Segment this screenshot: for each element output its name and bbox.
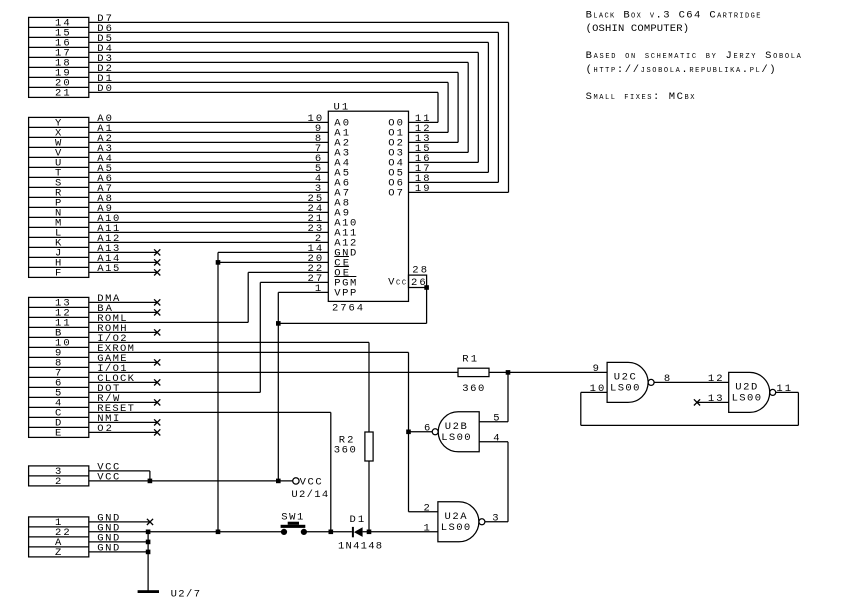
svg-text:2: 2	[315, 233, 321, 245]
svg-text:4: 4	[493, 433, 499, 445]
svg-text:U2C: U2C	[614, 372, 636, 384]
svg-text:U2/14: U2/14	[291, 489, 328, 501]
svg-text:3: 3	[492, 513, 498, 525]
svg-text:A: A	[55, 537, 62, 549]
svg-text:VCC: VCC	[300, 476, 322, 488]
svg-text:LS00: LS00	[732, 393, 761, 405]
svg-text:5: 5	[55, 388, 61, 400]
svg-text:1: 1	[315, 283, 321, 295]
svg-text:D: D	[55, 418, 61, 430]
svg-text:B: B	[55, 328, 61, 340]
svg-text:(OSHIN COMPUTER): (OSHIN COMPUTER)	[586, 23, 689, 35]
svg-text:8: 8	[55, 358, 61, 370]
svg-text:3: 3	[315, 183, 321, 195]
svg-text:8: 8	[315, 133, 321, 145]
svg-text:A11: A11	[334, 227, 356, 239]
svg-text:U: U	[55, 158, 61, 170]
svg-text:1N4148: 1N4148	[338, 540, 382, 552]
svg-text:PGM: PGM	[334, 277, 356, 289]
svg-text:9: 9	[55, 348, 61, 360]
svg-text:2: 2	[55, 476, 61, 488]
svg-text:2: 2	[424, 503, 430, 515]
svg-text:T: T	[55, 168, 61, 180]
svg-text:A15: A15	[97, 263, 119, 275]
svg-text:360: 360	[334, 445, 356, 457]
svg-text:LS00: LS00	[441, 432, 470, 444]
svg-text:7: 7	[55, 368, 61, 380]
svg-text:1: 1	[424, 523, 430, 535]
svg-text:6: 6	[55, 378, 61, 390]
svg-text:S: S	[55, 178, 61, 190]
svg-text:LS00: LS00	[441, 522, 470, 534]
svg-text:K: K	[55, 238, 62, 250]
svg-text:Based on schematic by Jerzy So: Based on schematic by Jerzy Sobola	[586, 50, 802, 62]
svg-text:7: 7	[315, 143, 321, 155]
svg-text:3: 3	[55, 466, 61, 478]
svg-text:P: P	[55, 198, 61, 210]
svg-text:A12: A12	[334, 237, 356, 249]
svg-text:U2B: U2B	[445, 421, 467, 433]
svg-text:VCC: VCC	[97, 472, 119, 484]
svg-text:R: R	[55, 188, 62, 200]
svg-text:J: J	[55, 248, 61, 260]
svg-text:W: W	[55, 138, 62, 150]
svg-text:Y: Y	[55, 118, 62, 130]
svg-text:4: 4	[315, 173, 321, 185]
svg-text:1: 1	[55, 517, 61, 529]
svg-text:F: F	[55, 268, 61, 280]
svg-text:U2/7: U2/7	[171, 589, 200, 601]
svg-text:Vcc: Vcc	[388, 277, 406, 289]
svg-text:N: N	[55, 208, 61, 220]
svg-text:VPP: VPP	[334, 287, 356, 299]
svg-text:Black Box v.3 C64 Cartridge: Black Box v.3 C64 Cartridge	[586, 9, 761, 21]
svg-text:Z: Z	[55, 547, 61, 559]
svg-text:5: 5	[493, 413, 499, 425]
svg-text:E: E	[55, 428, 61, 440]
svg-text:C: C	[55, 408, 61, 420]
svg-text:GND: GND	[97, 543, 119, 555]
svg-text:SW1: SW1	[281, 512, 303, 524]
svg-text:X: X	[55, 128, 62, 140]
svg-text:8: 8	[664, 373, 670, 385]
svg-text:4: 4	[55, 398, 61, 410]
svg-text:5: 5	[315, 163, 321, 175]
svg-text:L: L	[55, 228, 61, 240]
svg-text:(http://jsobola.republika.pl/): (http://jsobola.republika.pl/)	[586, 64, 776, 76]
svg-text:LS00: LS00	[610, 383, 639, 395]
svg-text:6: 6	[424, 423, 430, 435]
svg-text:2764: 2764	[332, 303, 363, 315]
svg-text:6: 6	[315, 153, 321, 165]
svg-text:H: H	[55, 258, 61, 270]
svg-text:360: 360	[462, 383, 484, 395]
svg-text:U2D: U2D	[735, 382, 757, 394]
svg-text:M: M	[55, 218, 61, 230]
svg-text:9: 9	[593, 363, 599, 375]
svg-text:A10: A10	[334, 217, 356, 229]
svg-text:9: 9	[315, 123, 321, 135]
svg-text:U2A: U2A	[445, 511, 468, 523]
svg-text:V: V	[55, 148, 62, 160]
